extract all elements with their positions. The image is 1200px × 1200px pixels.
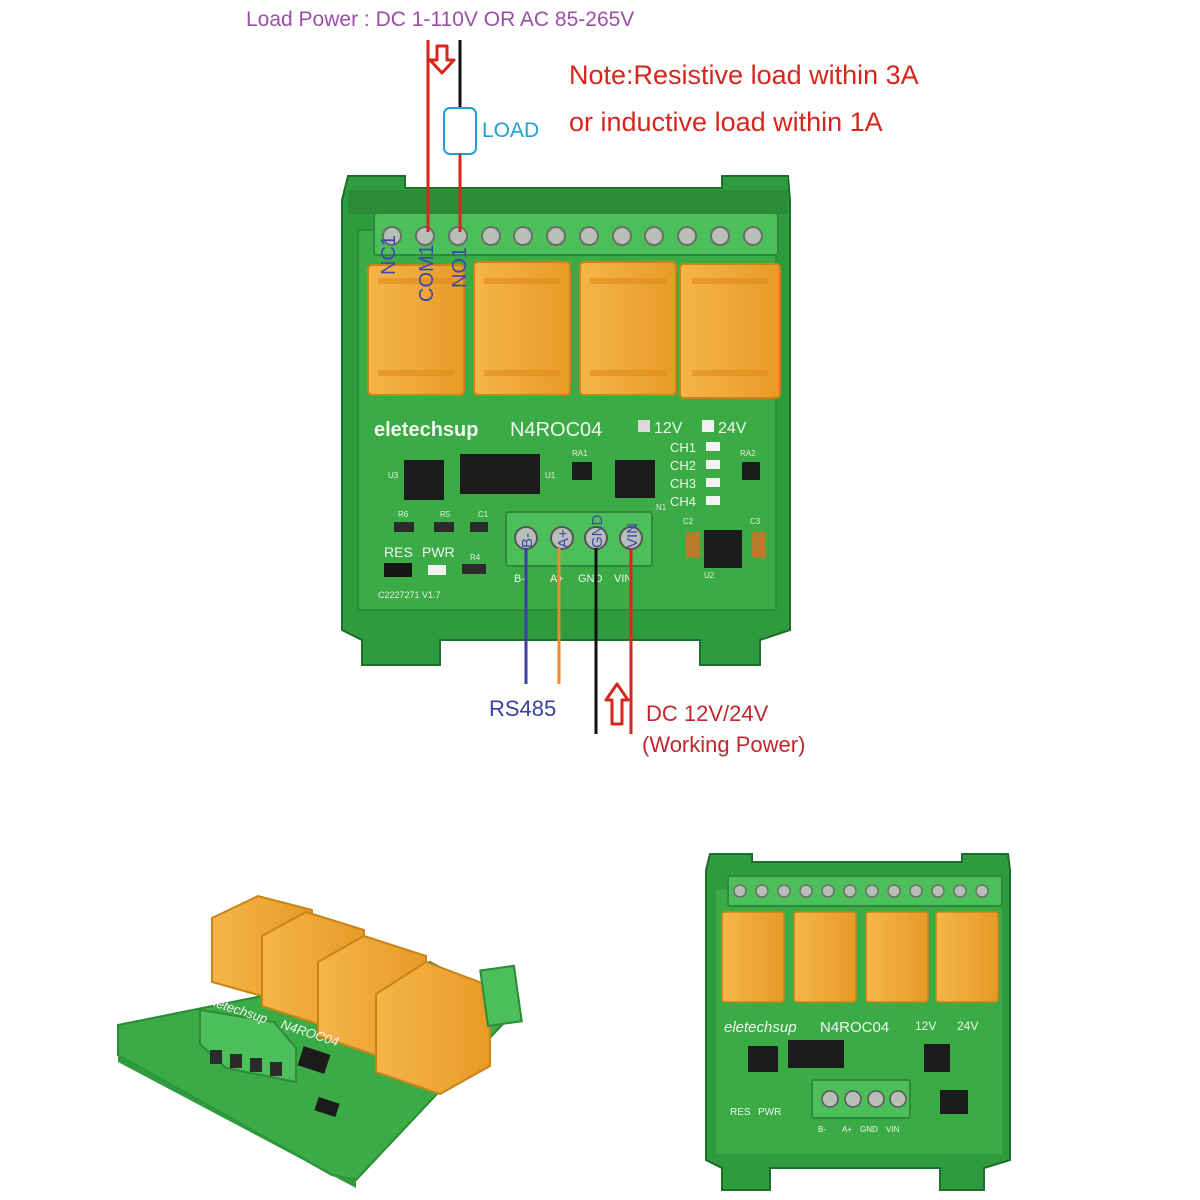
no1-label: NO1	[449, 247, 471, 288]
ref-ra1: RA1	[572, 449, 588, 458]
chip-u1	[460, 454, 540, 494]
option-12v-label: 12V	[654, 420, 683, 437]
terminal-mark-a: A+	[555, 529, 572, 548]
enclosure-top-rail	[348, 190, 788, 214]
load-down-arrow	[428, 44, 456, 75]
chip-main	[615, 460, 655, 498]
terminal-label-b: B-	[514, 573, 525, 585]
small-pwr: PWR	[758, 1107, 781, 1118]
small-terminal-gnd: GND	[860, 1125, 878, 1134]
cap-c2	[686, 532, 700, 558]
small-terminal-a: A+	[842, 1125, 852, 1134]
ref-r4: R4	[470, 553, 481, 562]
angled-relay-4	[375, 960, 491, 1096]
option-24v-label: 24V	[718, 420, 747, 437]
rs485-label: RS485	[489, 696, 556, 721]
relay-3	[579, 261, 677, 396]
nc1-label: NC1	[378, 235, 400, 275]
chip-u3	[404, 460, 444, 500]
relay-4	[679, 263, 781, 399]
brand-label: eletechsup	[374, 419, 478, 441]
terminal-mark-gnd: GND	[589, 515, 606, 549]
board-angled-view: eletechsup N4ROC04	[117, 894, 523, 1188]
bottom-terminal-block	[505, 511, 653, 567]
ch2-label: CH2	[670, 458, 696, 473]
ch4-label: CH4	[670, 494, 696, 509]
small-relay-1	[721, 911, 785, 1003]
small-relay-4	[935, 911, 999, 1003]
ref-r5: R5	[440, 510, 451, 519]
ref-r6: R6	[398, 510, 409, 519]
ch3-label: CH3	[670, 476, 696, 491]
regulator-u2	[704, 530, 742, 568]
res-label: RES	[384, 544, 413, 560]
note-line-2: or inductive load within 1A	[569, 107, 883, 137]
top-terminal-strip	[373, 212, 779, 256]
pwr-led	[428, 565, 446, 575]
ref-u2: U2	[704, 571, 715, 580]
small-res: RES	[730, 1107, 751, 1118]
small-model: N4ROC04	[820, 1019, 889, 1036]
power-up-arrow	[604, 682, 630, 726]
relay-2	[473, 261, 571, 396]
load-label: LOAD	[482, 119, 539, 142]
small-terminal-b: B-	[818, 1125, 826, 1134]
ref-c3: C3	[750, 517, 761, 526]
relays	[367, 261, 781, 399]
small-terminal-vin: VIN	[886, 1125, 900, 1134]
note-line-1: Note:Resistive load within 3A	[569, 60, 919, 90]
terminal-mark-b: B-	[519, 533, 536, 548]
terminal-label-gnd: GND	[578, 573, 603, 585]
small-brand: eletechsup	[724, 1019, 797, 1036]
angled-relays	[211, 894, 491, 1096]
chip-ra2	[742, 462, 760, 480]
small-top-screws	[733, 884, 989, 898]
load-wiring: LOAD	[426, 40, 539, 232]
angled-side-terminal	[479, 964, 523, 1028]
relay-1	[367, 264, 465, 396]
ref-c2: C2	[683, 517, 694, 526]
load-box	[443, 107, 477, 155]
load-power-label: Load Power : DC 1-110V OR AC 85-265V	[246, 8, 634, 31]
ref-u3: U3	[388, 471, 399, 480]
working-power-line-2: (Working Power)	[642, 732, 805, 757]
ref-n1: N1	[656, 503, 667, 512]
channel-leds	[706, 442, 720, 505]
terminal-mark-vin: VIN	[624, 523, 641, 548]
res-header	[384, 563, 412, 577]
working-power-line-1: DC 12V/24V	[646, 701, 769, 726]
terminal-label-a: A+	[550, 573, 564, 585]
small-24v: 24V	[957, 1019, 978, 1033]
smd-resistors	[394, 522, 488, 574]
model-label: N4ROC04	[510, 419, 602, 441]
ch1-label: CH1	[670, 440, 696, 455]
com1-label: COM1	[416, 244, 438, 302]
board-small-view: eletechsup N4ROC04 12V 24V RES PWR B- A+…	[705, 853, 1011, 1191]
ref-c1: C1	[478, 510, 489, 519]
small-top-terminal	[727, 875, 1003, 907]
bottom-wiring: RS485 DC 12V/24V (Working Power)	[489, 548, 805, 757]
small-relay-2	[793, 911, 857, 1003]
ref-u1: U1	[545, 471, 556, 480]
bottom-terminal-screws	[514, 526, 643, 550]
terminal-label-vin: VIN	[614, 573, 632, 585]
small-12v: 12V	[915, 1019, 936, 1033]
pcb-id: C2227271 V1.7	[378, 590, 441, 600]
pwr-label: PWR	[422, 544, 455, 560]
cap-c3	[752, 532, 766, 558]
main-board: NC1 COM1 NO1 eletechsup N4ROC04 12V 24V …	[341, 175, 791, 666]
ref-ra2: RA2	[740, 449, 756, 458]
small-relay-3	[865, 911, 929, 1003]
chip-ra1	[572, 462, 592, 480]
jumper-12v-box	[638, 420, 650, 432]
jumper-24v-box	[702, 420, 714, 432]
